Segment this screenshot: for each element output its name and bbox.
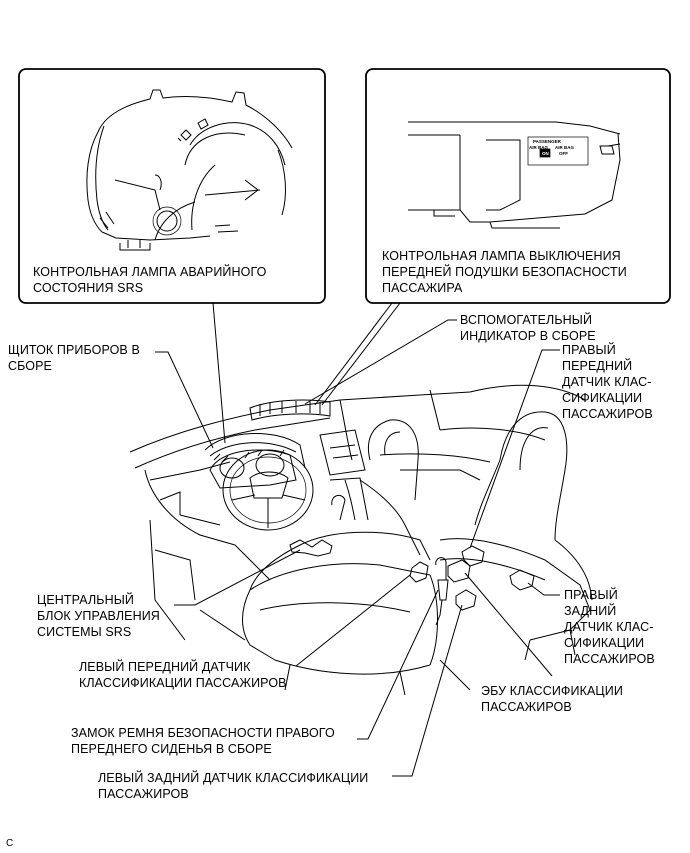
rh-rear-sensor-label: ПРАВЫЙ ЗАДНИЙ ДАТЧИК КЛАС- СИФИКАЦИИ ПАС… [564, 588, 655, 666]
combination-meter-inset [86, 89, 293, 251]
airbag-on-indicator [540, 149, 550, 157]
lh-front-sensor-label: ЛЕВЫЙ ПЕРЕДНИЙ ДАТЧИК КЛАССИФИКАЦИИ ПАСС… [79, 660, 287, 690]
center-airbag-sensor-label: ЦЕНТРАЛЬНЫЙ БЛОК УПРАВЛЕНИЯ СИСТЕМЫ SRS [37, 593, 160, 639]
leader-srs-box [212, 302, 226, 444]
lh-front-sensor-part [409, 561, 429, 583]
accessory-meter-part [249, 399, 331, 421]
leader-airbag-box-a [314, 302, 393, 406]
leader-accessory-meter [304, 319, 457, 405]
inset-passenger-text: PASSENGER [533, 139, 561, 144]
buckle-switch-part [435, 557, 449, 626]
accessory-meter-inset [408, 121, 621, 229]
leader-lines [155, 302, 560, 777]
srs-warning-light-label: КОНТРОЛЬНАЯ ЛАМПА АВАРИЙНОГО СОСТОЯНИЯ S… [33, 265, 267, 295]
center-airbag-sensor-part [289, 539, 333, 557]
occupant-ecu-part [447, 559, 471, 583]
inset-off-text: OFF [559, 151, 568, 156]
leader-buckle-switch [357, 589, 439, 740]
rh-rear-sensor-part [509, 569, 535, 591]
leader-combination-meter [155, 351, 214, 449]
combination-meter-label: ЩИТОК ПРИБОРОВ В СБОРЕ [8, 343, 140, 373]
inset-on-text: ON [542, 151, 549, 156]
leader-rh-rear-sensor [527, 582, 560, 596]
callout-box-srs-warning [18, 68, 326, 304]
buckle-switch-label: ЗАМОК РЕМНЯ БЕЗОПАСНОСТИ ПРАВОГО ПЕРЕДНЕ… [71, 726, 335, 756]
accessory-meter-label: ВСПОМОГАТЕЛЬНЫЙ ИНДИКАТОР В СБОРЕ [460, 313, 596, 343]
passenger-airbag-off-light-label: КОНТРОЛЬНАЯ ЛАМПА ВЫКЛЮЧЕНИЯ ПЕРЕДНЕЙ ПО… [382, 249, 627, 295]
callout-box-passenger-airbag [365, 68, 671, 304]
vehicle-interior-drawing [129, 384, 593, 696]
occupant-ecu-label: ЭБУ КЛАССИФИКАЦИИ ПАССАЖИРОВ [481, 684, 623, 714]
leader-rh-front-sensor [469, 349, 560, 549]
inset-airbag-on-text: AIR BAG [529, 145, 548, 150]
leader-center-airbag-sensor [174, 549, 301, 606]
figure-code: C [6, 838, 14, 849]
leader-lh-rear-sensor [392, 604, 463, 777]
leader-occupant-ecu [464, 572, 553, 677]
combination-meter-part [209, 449, 297, 489]
lh-rear-sensor-part [455, 589, 477, 611]
leader-lh-front-sensor [295, 574, 411, 667]
inset-airbag-off-text: AIR BAG [555, 145, 574, 150]
leader-airbag-box-b [321, 302, 401, 406]
rh-front-sensor-part [461, 545, 485, 567]
rh-front-sensor-label: ПРАВЫЙ ПЕРЕДНИЙ ДАТЧИК КЛАС- СИФИКАЦИИ П… [562, 343, 653, 421]
lh-rear-sensor-label: ЛЕВЫЙ ЗАДНИЙ ДАТЧИК КЛАССИФИКАЦИИ ПАССАЖ… [98, 771, 369, 801]
